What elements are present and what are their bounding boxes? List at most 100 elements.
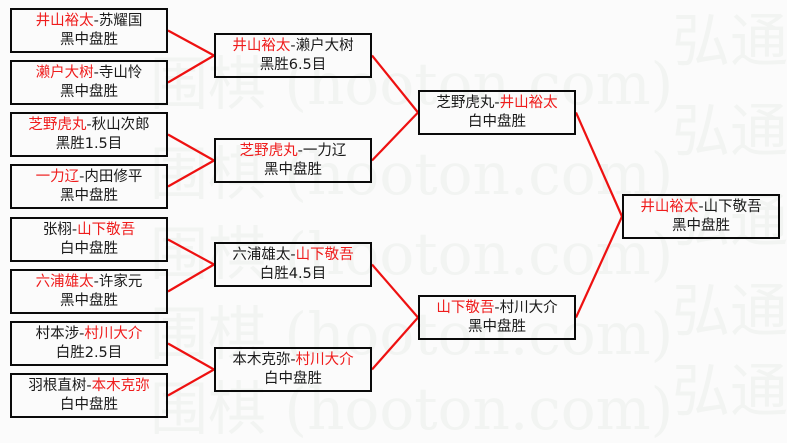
match-players: 一力辽-内田修平	[36, 168, 143, 186]
connector-r1m6-to-r2m3	[167, 263, 215, 293]
match-result: 白中盘胜	[60, 240, 118, 257]
watermark-text: 弘通	[672, 277, 787, 345]
match-result: 黑中盘胜	[468, 318, 526, 335]
match-result: 黑胜6.5目	[259, 56, 327, 73]
match-box-r1m6[interactable]: 六浦雄太-许家元黑中盘胜	[10, 269, 168, 314]
connector-r2m4-to-sf2	[371, 316, 419, 371]
match-result: 白中盘胜	[264, 370, 322, 387]
match-result: 黑中盘胜	[60, 187, 118, 204]
vs-dash: -	[297, 143, 303, 160]
player-loser: 寺山怜	[98, 65, 143, 82]
match-players: 张栩-山下敬吾	[43, 221, 135, 239]
connector-sf1-to-f1	[574, 112, 624, 217]
vs-dash: -	[71, 222, 78, 239]
match-box-r2m4[interactable]: 本木克弥-村川大介白中盘胜	[214, 347, 372, 392]
match-result: 黑中盘胜	[60, 292, 118, 309]
match-box-sf1[interactable]: 芝野虎丸-井山裕太白中盘胜	[418, 90, 576, 135]
tournament-bracket: 围棋 (hooton.com)弘通围棋 (hooton.com)弘通围棋 (ho…	[10, 7, 787, 425]
player-winner: 六浦雄太	[35, 274, 94, 291]
player-loser: 许家元	[98, 274, 143, 291]
vs-dash: -	[290, 352, 296, 369]
connector-r1m7-to-r2m4	[167, 342, 215, 371]
vs-dash: -	[698, 199, 704, 216]
player-loser: 内田修平	[84, 169, 143, 186]
match-box-r1m4[interactable]: 一力辽-内田修平黑中盘胜	[10, 164, 168, 209]
connector-sf2-to-f1	[574, 216, 624, 318]
connector-r1m1-to-r2m1	[167, 29, 215, 57]
match-result: 黑胜1.5目	[55, 135, 123, 152]
match-result: 黑中盘胜	[672, 217, 730, 234]
player-winner: 芝野虎丸	[239, 143, 298, 160]
player-winner: 井山裕太	[35, 13, 94, 30]
watermark-text: 弘通	[672, 7, 787, 75]
match-box-r2m2[interactable]: 芝野虎丸-一力辽黑中盘胜	[214, 138, 372, 183]
player-winner: 一力辽	[35, 169, 80, 186]
connector-r1m8-to-r2m4	[167, 368, 215, 397]
match-box-r1m3[interactable]: 芝野虎丸-秋山次郎黑胜1.5目	[10, 112, 168, 157]
match-result: 白中盘胜	[60, 396, 118, 413]
player-winner: 山下敬吾	[295, 247, 354, 264]
player-winner: 村川大介	[84, 326, 143, 343]
player-winner: 山下敬吾	[436, 300, 495, 317]
vs-dash: -	[93, 65, 99, 82]
connector-r1m5-to-r2m3	[167, 238, 215, 266]
vs-dash: -	[290, 38, 296, 55]
vs-dash: -	[86, 378, 92, 395]
match-result: 黑中盘胜	[264, 161, 322, 178]
player-loser: 秋山次郎	[91, 117, 150, 134]
match-players: 村本涉-村川大介	[36, 325, 143, 343]
player-winner: 濑户大树	[35, 65, 94, 82]
match-players: 芝野虎丸-秋山次郎	[28, 116, 149, 134]
vs-dash: -	[93, 13, 99, 30]
player-loser: 村川大介	[499, 300, 558, 317]
vs-dash: -	[79, 169, 85, 186]
match-players: 濑户大树-寺山怜	[36, 64, 143, 82]
player-winner: 本木克弥	[91, 378, 150, 395]
match-players: 芝野虎丸-井山裕太	[436, 94, 557, 112]
watermark-text: 弘通	[672, 357, 787, 425]
match-box-r1m1[interactable]: 井山裕太-苏耀国黑中盘胜	[10, 8, 168, 53]
player-winner: 井山裕太	[640, 199, 699, 216]
player-winner: 井山裕太	[499, 95, 558, 112]
vs-dash: -	[79, 326, 85, 343]
player-loser: 濑户大树	[295, 38, 354, 55]
vs-dash: -	[494, 95, 500, 112]
match-result: 白胜4.5目	[259, 265, 327, 282]
vs-dash: -	[290, 247, 296, 264]
match-box-r1m8[interactable]: 羽根直树-本木克弥白中盘胜	[10, 373, 168, 418]
match-box-r1m7[interactable]: 村本涉-村川大介白胜2.5目	[10, 321, 168, 366]
player-loser: 村本涉	[35, 326, 80, 343]
match-box-sf2[interactable]: 山下敬吾-村川大介黑中盘胜	[418, 295, 576, 340]
player-loser: 山下敬吾	[703, 199, 762, 216]
match-players: 山下敬吾-村川大介	[436, 299, 557, 317]
connector-r1m3-to-r2m2	[167, 133, 215, 162]
match-box-r2m3[interactable]: 六浦雄太-山下敬吾白胜4.5目	[214, 242, 372, 287]
watermark-text: 弘通	[672, 97, 787, 165]
connector-r1m4-to-r2m2	[167, 159, 215, 188]
player-loser: 芝野虎丸	[436, 95, 495, 112]
match-box-r2m1[interactable]: 井山裕太-濑户大树黑胜6.5目	[214, 33, 372, 78]
match-box-r1m2[interactable]: 濑户大树-寺山怜黑中盘胜	[10, 60, 168, 105]
player-loser: 羽根直树	[28, 378, 87, 395]
match-players: 芝野虎丸-一力辽	[240, 142, 347, 160]
match-result: 黑中盘胜	[60, 83, 118, 100]
vs-dash: -	[494, 300, 500, 317]
match-players: 六浦雄太-山下敬吾	[232, 246, 353, 264]
match-players: 井山裕太-山下敬吾	[640, 198, 761, 216]
player-loser: 六浦雄太	[232, 247, 291, 264]
connector-r1m2-to-r2m1	[167, 54, 215, 84]
match-players: 井山裕太-濑户大树	[232, 37, 353, 55]
match-result: 白胜2.5目	[55, 344, 123, 361]
match-players: 六浦雄太-许家元	[36, 273, 143, 291]
match-players: 本木克弥-村川大介	[232, 351, 353, 369]
match-result: 黑中盘胜	[60, 31, 118, 48]
vs-dash: -	[93, 274, 99, 291]
connector-r2m2-to-sf1	[371, 111, 419, 162]
player-loser: 苏耀国	[98, 13, 143, 30]
player-loser: 张栩	[42, 222, 72, 239]
player-winner: 井山裕太	[232, 38, 291, 55]
match-box-f1[interactable]: 井山裕太-山下敬吾黑中盘胜	[622, 194, 780, 239]
match-box-r1m5[interactable]: 张栩-山下敬吾白中盘胜	[10, 217, 168, 262]
connector-r2m3-to-sf2	[371, 263, 419, 319]
player-winner: 芝野虎丸	[28, 117, 87, 134]
